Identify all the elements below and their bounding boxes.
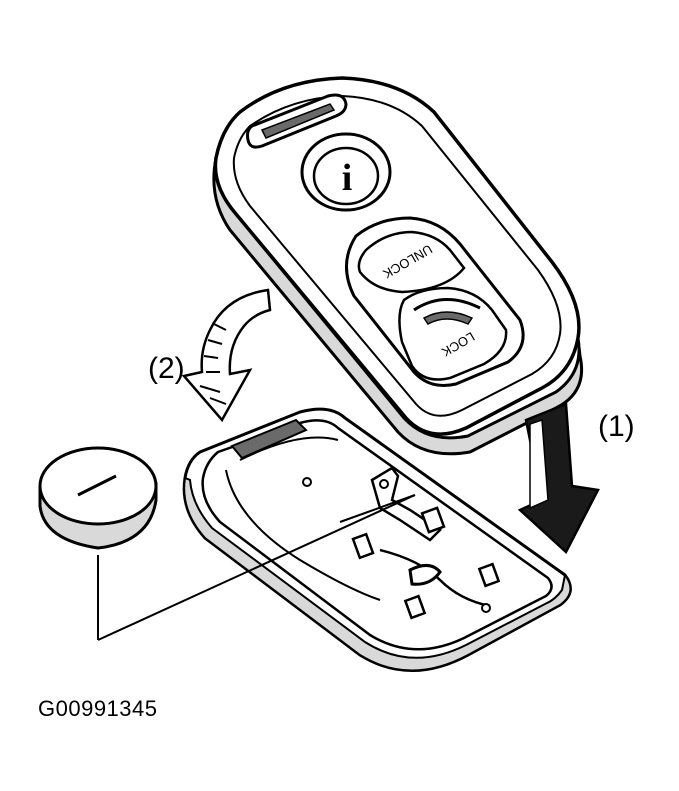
lock-button-slot	[422, 311, 474, 325]
internal-wire-2	[239, 436, 339, 461]
unlock-button: UNLOCK	[357, 230, 466, 294]
component-block-4	[403, 594, 427, 620]
lock-button-ridge	[413, 298, 481, 312]
info-button-label: i	[342, 157, 353, 199]
case-hinge-slot	[230, 418, 308, 460]
key-ring-slot-inner	[260, 103, 336, 139]
battery-minus-mark	[77, 474, 117, 497]
coin-battery	[38, 446, 158, 550]
arrow-step-2-hatching	[199, 323, 227, 405]
contact-spring	[408, 564, 442, 586]
arrow-step-1-highlight	[529, 418, 549, 510]
internal-wire	[225, 469, 381, 601]
lower-case-inner-rim	[201, 419, 553, 651]
lower-case	[182, 407, 572, 672]
contact-rivet	[379, 479, 389, 489]
unlock-button-face	[357, 230, 466, 294]
info-button: i	[300, 132, 392, 212]
component-block-1	[420, 506, 446, 534]
lower-case-wall	[183, 476, 572, 672]
arrow-step-2-body	[181, 288, 272, 423]
info-button-face	[312, 146, 380, 206]
upper-cover: i UNLOCK LOCK	[212, 76, 584, 456]
step-2-label: (2)	[148, 352, 185, 385]
screw-hole	[302, 477, 312, 487]
leader-to-case	[97, 494, 416, 641]
battery-leader-lines	[97, 494, 416, 641]
arrow-step-2-icon	[181, 288, 272, 423]
lock-button: LOCK	[398, 286, 508, 381]
lock-button-face	[398, 286, 508, 381]
board-hole	[481, 603, 491, 613]
component-block-2	[351, 532, 375, 560]
figure-code: G00991345	[38, 696, 158, 721]
step-1-label: (1)	[598, 410, 635, 443]
leader-to-clip	[339, 494, 416, 523]
circuit-board-trace	[379, 548, 491, 608]
arrow-step-1-icon	[517, 402, 600, 555]
component-block-3	[477, 562, 501, 588]
